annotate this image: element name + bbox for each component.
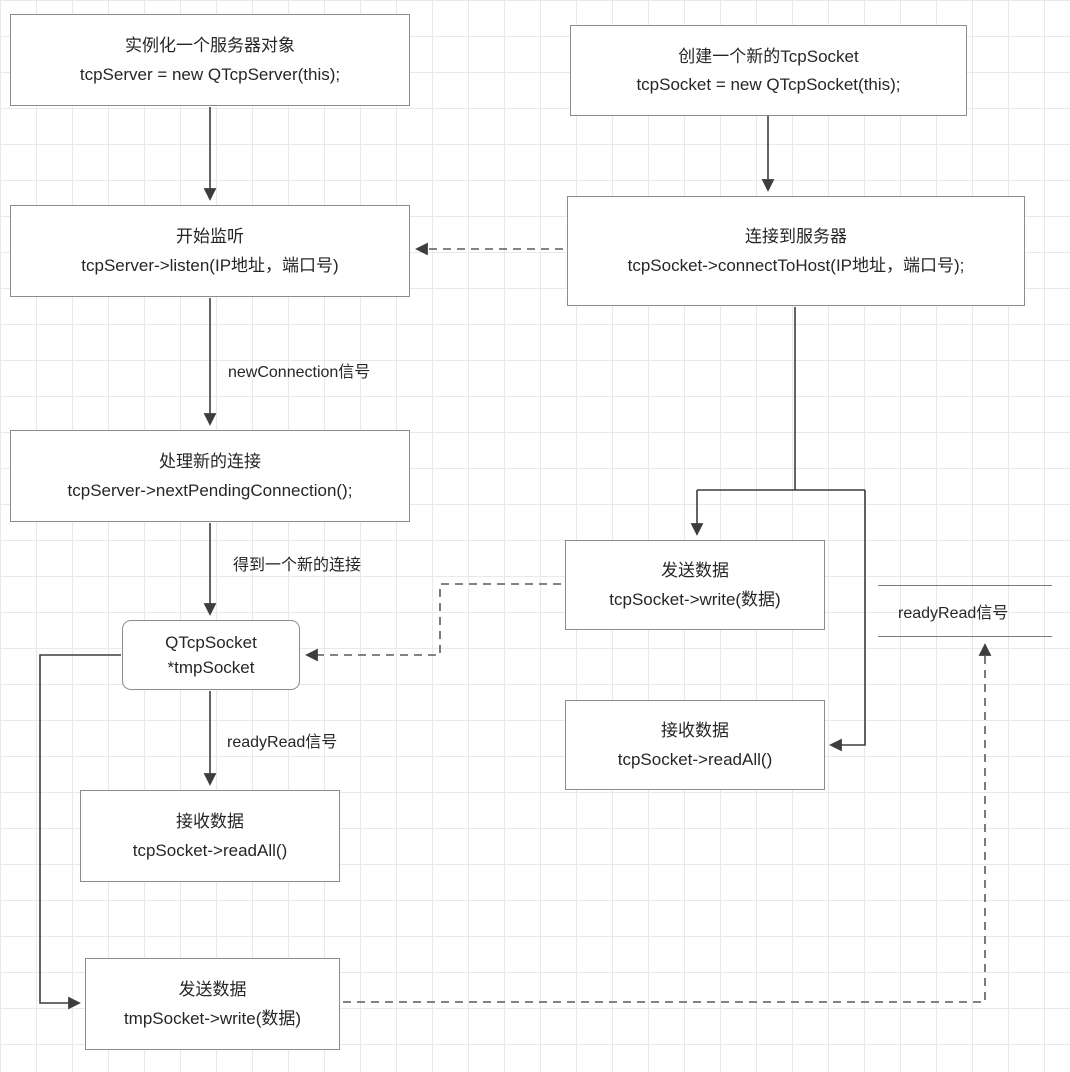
node-client-create-code: tcpSocket = new QTcpSocket(this); [636,75,901,94]
dashed-arrow-serversend-to-readyread [343,643,992,1003]
node-server-receive-code: tcpSocket->readAll() [132,840,288,860]
label-readyread-signal-client: readyRead信号 [878,585,1052,637]
label-readyread-signal-server: readyRead信号 [227,734,338,751]
node-server-receive: 接收数据 tcpSocket->readAll() [80,790,340,882]
node-tmpsocket: QTcpSocket *tmpSocket [122,620,300,690]
arrow-tmpsocket-to-serversend [39,654,121,1010]
label-got-new-connection: 得到一个新的连接 [233,557,362,574]
node-tmpsocket-line2: *tmpSocket [167,658,255,677]
node-server-nextpending-title: 处理新的连接 [159,452,261,472]
node-server-listen-code: tcpServer->listen(IP地址，端口号) [81,255,339,275]
node-server-listen: 开始监听 tcpServer->listen(IP地址，端口号) [10,205,410,297]
node-client-connect-title: 连接到服务器 [745,227,847,247]
node-client-send: 发送数据 tcpSocket->write(数据) [565,540,825,630]
node-client-connect: 连接到服务器 tcpSocket->connectToHost(IP地址，端口号… [567,196,1025,306]
node-client-receive-code: tcpSocket->readAll() [617,749,773,769]
node-client-receive: 接收数据 tcpSocket->readAll() [565,700,825,790]
label-readyread-signal-client-text: readyRead信号 [898,605,1009,622]
node-client-send-title: 发送数据 [661,561,729,581]
node-client-connect-code: tcpSocket->connectToHost(IP地址，端口号); [627,255,965,275]
node-client-receive-title: 接收数据 [661,721,729,741]
node-client-create-title: 创建一个新的TcpSocket [678,46,859,66]
node-server-create: 实例化一个服务器对象 tcpServer = new QTcpServer(th… [10,14,410,106]
node-client-send-code: tcpSocket->write(数据) [609,589,781,609]
node-server-send-code: tmpSocket->write(数据) [123,1008,302,1028]
node-server-listen-title: 开始监听 [176,227,244,247]
node-server-receive-title: 接收数据 [176,812,244,832]
node-server-nextpending-code: tcpServer->nextPendingConnection(); [67,480,353,500]
node-server-nextpending: 处理新的连接 tcpServer->nextPendingConnection(… [10,430,410,522]
node-server-send-title: 发送数据 [178,980,247,1000]
node-client-create: 创建一个新的TcpSocket tcpSocket = new QTcpSock… [570,25,967,116]
node-server-create-code: tcpServer = new QTcpServer(this); [79,64,341,84]
node-server-send: 发送数据 tmpSocket->write(数据) [85,958,340,1050]
arrow-connect-to-clientrecv [829,490,866,752]
dashed-arrow-clientsend-to-tmpsocket [305,583,561,662]
node-tmpsocket-line1: QTcpSocket [165,632,257,652]
label-newconnection-signal: newConnection信号 [228,364,371,381]
node-server-create-title: 实例化一个服务器对象 [125,36,295,56]
